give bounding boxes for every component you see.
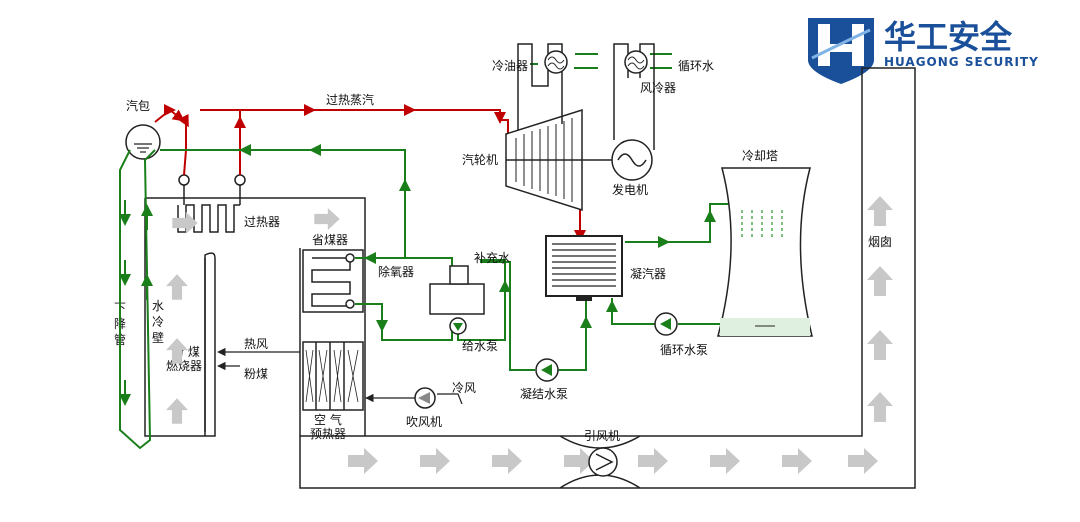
brand-logo: 华工安全 HUAGONG SECURITY — [808, 18, 1039, 84]
generator-label: 发电机 — [612, 182, 648, 197]
brand-name-en: HUAGONG SECURITY — [884, 55, 1039, 69]
superheater-inlet-header-icon — [178, 174, 190, 186]
circulating-pump — [654, 312, 678, 336]
condenser-label: 凝汽器 — [630, 266, 666, 281]
feed-pump-label: 给水泵 — [462, 339, 498, 353]
hot-air-label: 热风 — [244, 337, 268, 351]
induced-fan — [559, 435, 641, 489]
circulating-pump-label: 循环水泵 — [660, 343, 708, 357]
circulating-water-label: 循环水 — [678, 59, 714, 73]
cold-air-label: 冷风 — [452, 381, 476, 395]
brand-name-cn: 华工安全 — [884, 18, 1013, 56]
condenser — [545, 235, 623, 301]
deaerator-label: 除氧器 — [378, 264, 414, 279]
waterwall-label-1: 水 — [152, 299, 164, 313]
steam-drum — [125, 124, 161, 160]
condensate-pump-label: 凝结水泵 — [520, 386, 568, 401]
superheater-outlet-header-icon — [234, 174, 246, 186]
cooling-tower-label: 冷却塔 — [742, 149, 778, 163]
waterwall-label-2: 冷 — [152, 315, 164, 329]
steam-line — [154, 104, 586, 242]
deaerator — [429, 265, 485, 315]
air-preheater-label-1: 空 气 — [314, 412, 342, 427]
water-line — [119, 53, 800, 450]
superheated-steam-label: 过热蒸汽 — [326, 92, 374, 107]
air-cooler-coil-icon — [624, 50, 648, 74]
economizer-label: 省煤器 — [312, 233, 348, 247]
waterwall-label-3: 壁 — [152, 330, 164, 345]
induced-fan-label: 引风机 — [584, 429, 620, 443]
air-preheater — [302, 341, 364, 411]
economizer-outlet-valve-icon — [345, 299, 355, 309]
turbine-label: 汽轮机 — [462, 152, 498, 167]
condensate-pump — [535, 358, 559, 382]
steam-turbine — [505, 108, 612, 212]
boiler-furnace-wall — [144, 198, 216, 437]
logo-swoosh-icon — [811, 28, 871, 60]
boiler — [144, 67, 916, 489]
generator — [611, 139, 653, 181]
cooling-tower — [717, 167, 813, 337]
burner-feed-arrows — [217, 347, 300, 371]
superheater-label: 过热器 — [244, 215, 280, 229]
burner-label-2: 燃烧器 — [166, 358, 202, 373]
makeup-water-label: 补充水 — [474, 250, 510, 265]
pulverized-coal-label: 粉煤 — [244, 367, 268, 381]
blower-fan — [365, 387, 463, 409]
air-cooler-label: 风冷器 — [640, 81, 676, 95]
chimney-label: 烟囱 — [868, 235, 892, 249]
oil-cooler-label: 冷油器 — [492, 59, 528, 73]
feed-pump — [449, 317, 467, 335]
boiler-inner-wall — [204, 248, 301, 436]
oil-cooler-coil-icon — [544, 50, 568, 74]
economizer-inlet-valve-icon — [345, 253, 355, 263]
drum-label: 汽包 — [126, 98, 150, 113]
blower-label: 吹风机 — [406, 415, 442, 429]
air-preheater-label-2: 预热器 — [310, 427, 346, 441]
economizer — [302, 249, 364, 313]
boiler-outer-wall — [145, 67, 916, 489]
